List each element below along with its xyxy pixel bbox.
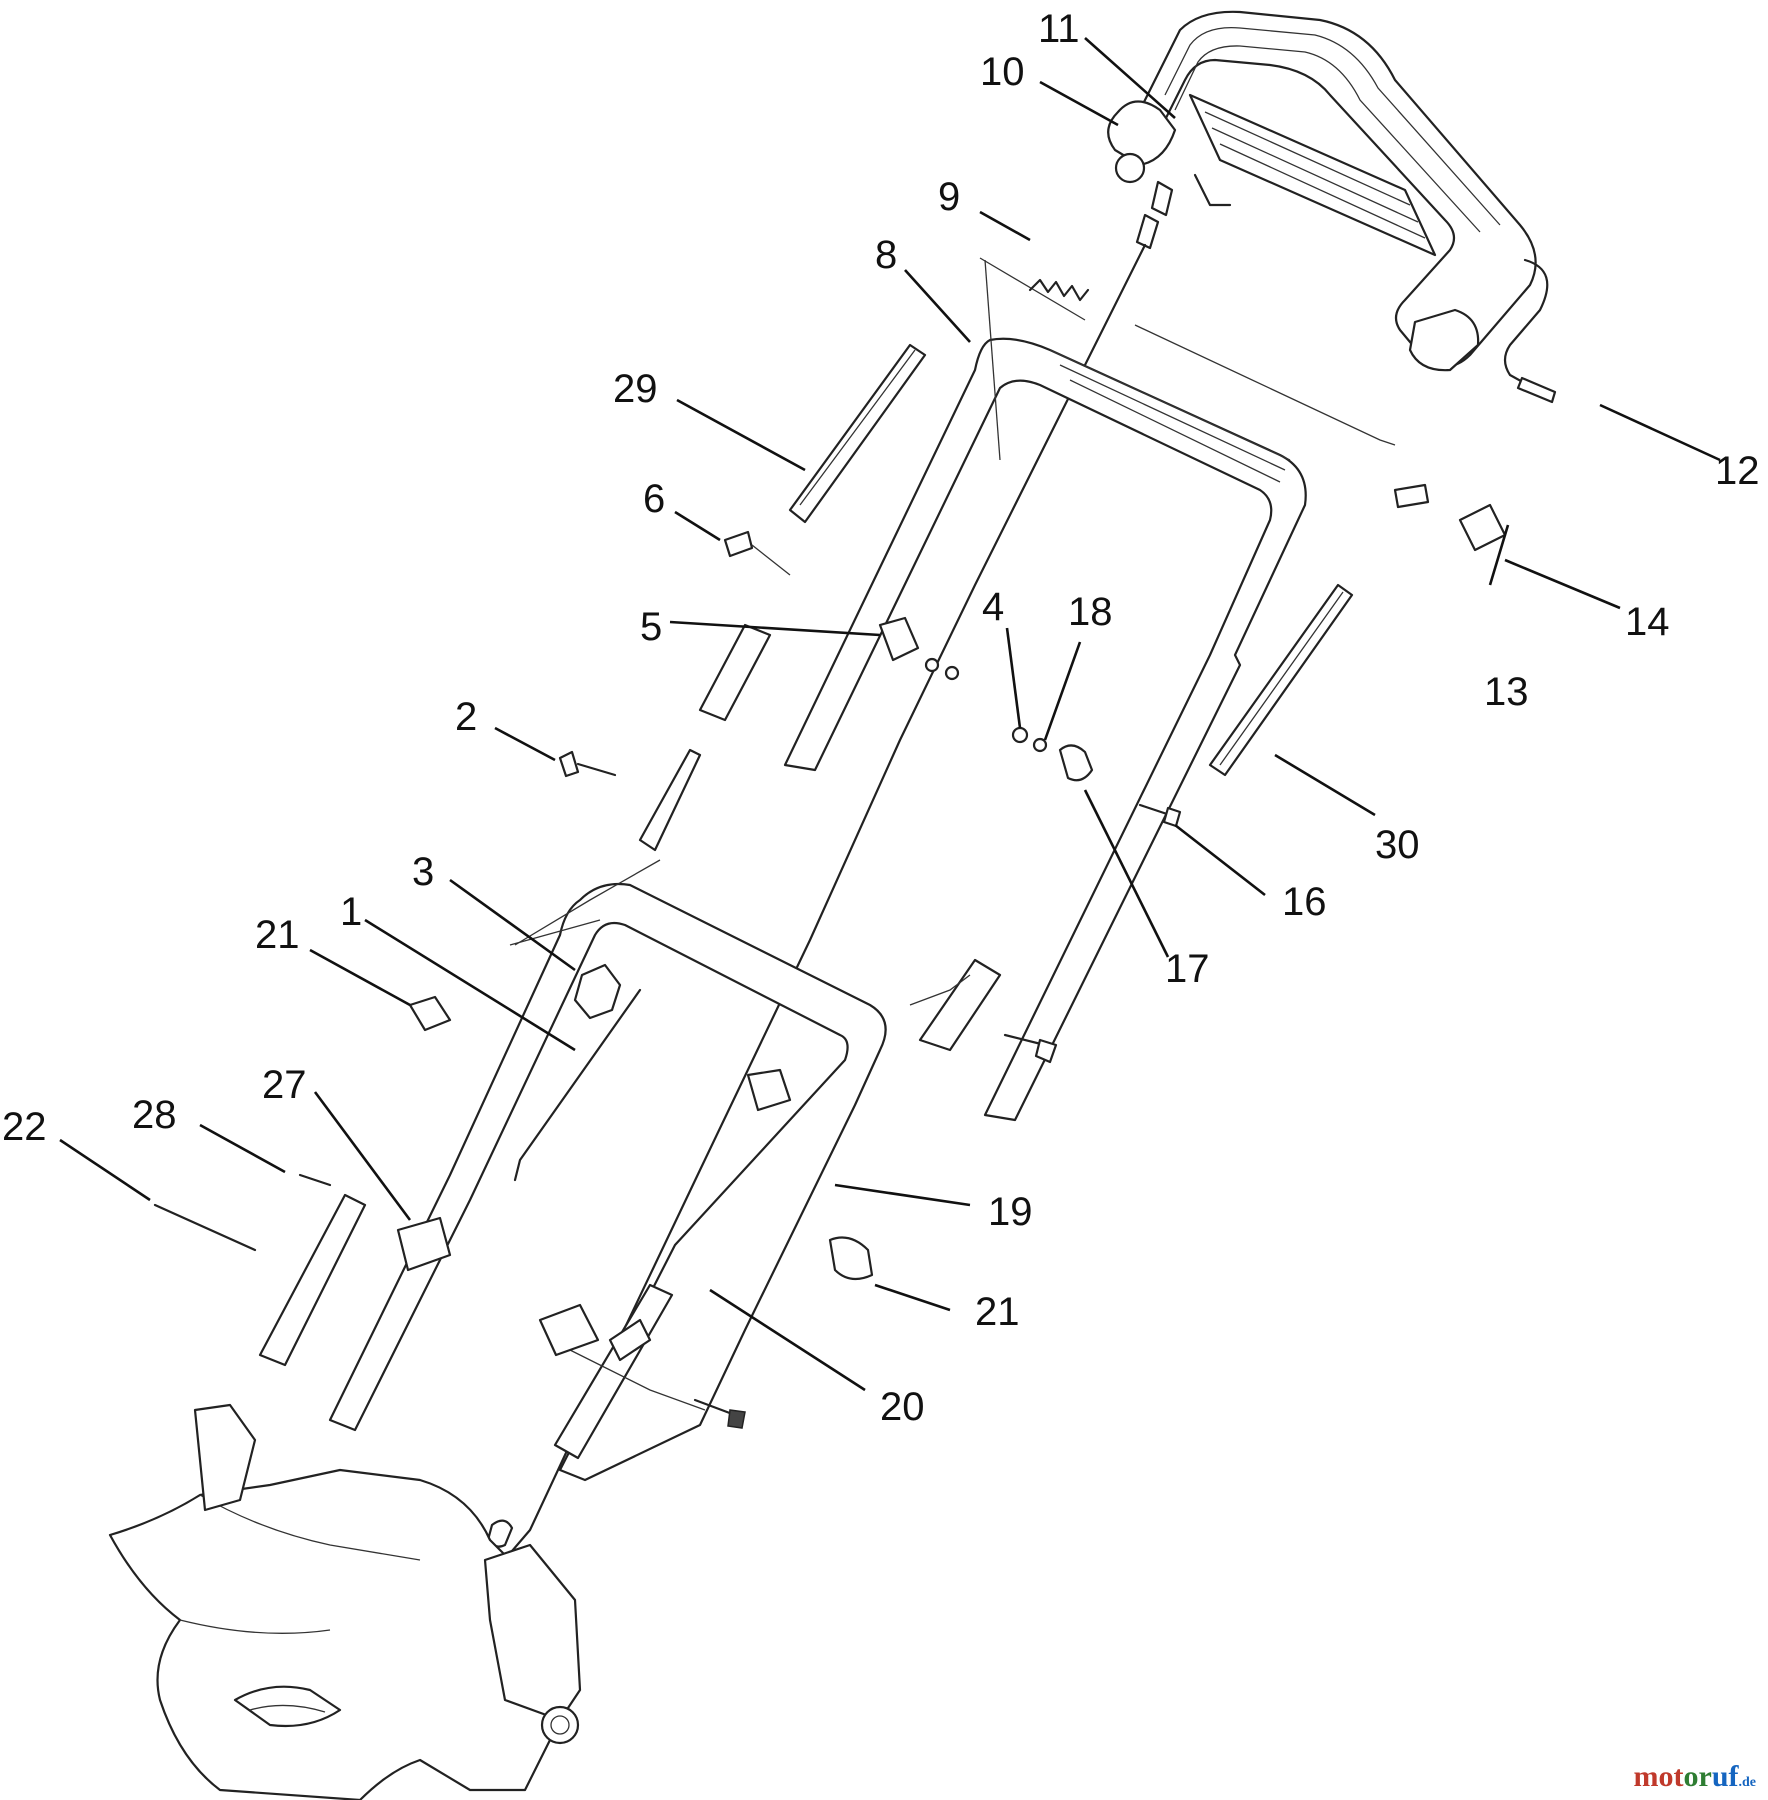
callout-17: 17 bbox=[1165, 947, 1210, 991]
control-cable bbox=[430, 180, 1174, 1624]
callout-4: 4 bbox=[982, 585, 1004, 629]
callout-22: 22 bbox=[2, 1105, 47, 1149]
callout-labels: 1 2 3 4 5 6 8 9 10 11 12 13 14 16 17 18 … bbox=[2, 7, 1760, 1429]
callout-13: 13 bbox=[1484, 670, 1529, 714]
callout-9: 9 bbox=[938, 175, 960, 219]
small-parts bbox=[153, 278, 1507, 1429]
callout-28: 28 bbox=[132, 1093, 177, 1137]
callout-20: 20 bbox=[880, 1385, 925, 1429]
upper-handle-tube bbox=[638, 337, 1307, 1122]
callout-12: 12 bbox=[1715, 449, 1760, 493]
leader-lines bbox=[59, 37, 1721, 1392]
callout-2: 2 bbox=[455, 695, 477, 739]
callout-8: 8 bbox=[875, 233, 897, 277]
callout-1: 1 bbox=[340, 890, 362, 934]
callout-11: 11 bbox=[1038, 7, 1080, 51]
callout-16: 16 bbox=[1282, 880, 1327, 924]
callout-5: 5 bbox=[640, 605, 662, 649]
callout-14: 14 bbox=[1625, 600, 1670, 644]
callout-19: 19 bbox=[988, 1190, 1033, 1234]
callout-29: 29 bbox=[613, 367, 658, 411]
callout-6: 6 bbox=[643, 477, 665, 521]
callout-10: 10 bbox=[980, 50, 1025, 94]
callout-21-lower: 21 bbox=[975, 1290, 1020, 1334]
callout-3: 3 bbox=[412, 850, 434, 894]
upper-handle-bail bbox=[1107, 10, 1557, 404]
callout-18: 18 bbox=[1068, 590, 1113, 634]
mower-deck bbox=[108, 1403, 582, 1800]
callout-21-upper: 21 bbox=[255, 913, 300, 957]
callout-27: 27 bbox=[262, 1063, 307, 1107]
callout-30: 30 bbox=[1375, 823, 1420, 867]
watermark-logo: motoruf.de bbox=[1633, 1760, 1757, 1793]
